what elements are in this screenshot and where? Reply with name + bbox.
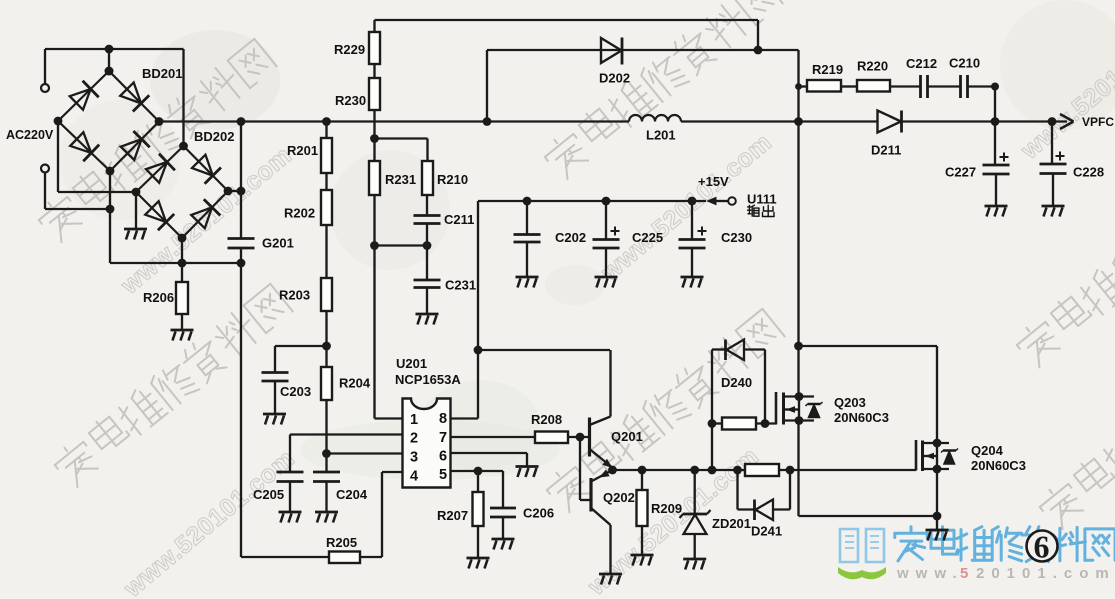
- svg-text:VPFC: VPFC: [1082, 115, 1114, 129]
- svg-text:C227: C227: [945, 165, 976, 180]
- svg-text:5: 5: [960, 565, 975, 582]
- svg-text:C231: C231: [445, 278, 476, 293]
- svg-text:R209: R209: [651, 501, 682, 516]
- svg-text:NCP1653A: NCP1653A: [395, 372, 461, 387]
- svg-text:D211: D211: [871, 143, 901, 158]
- svg-text:www.: www.: [896, 565, 964, 582]
- svg-text:R202: R202: [284, 206, 315, 221]
- svg-text:R208: R208: [531, 412, 562, 427]
- svg-text:6: 6: [1034, 529, 1050, 565]
- svg-text:C202: C202: [555, 230, 586, 245]
- svg-text:G201: G201: [262, 236, 294, 251]
- svg-text:D202: D202: [599, 71, 630, 86]
- svg-text:R207: R207: [437, 508, 468, 523]
- svg-text:R230: R230: [335, 93, 366, 108]
- svg-text:+15V: +15V: [698, 174, 729, 189]
- svg-text:D241: D241: [751, 524, 782, 539]
- svg-text:C211: C211: [444, 212, 474, 227]
- svg-text:4: 4: [410, 469, 418, 485]
- svg-text:C228: C228: [1073, 165, 1104, 180]
- svg-text:U111: U111: [747, 192, 777, 207]
- svg-text:C204: C204: [336, 487, 368, 502]
- svg-text:C225: C225: [632, 230, 663, 245]
- svg-text:Q201: Q201: [611, 429, 643, 444]
- svg-text:R201: R201: [287, 143, 318, 158]
- svg-text:ZD201: ZD201: [712, 516, 751, 531]
- svg-text:R206: R206: [143, 290, 174, 305]
- svg-text:R205: R205: [326, 535, 357, 550]
- svg-text:R219: R219: [812, 62, 843, 77]
- svg-text:R229: R229: [334, 42, 365, 57]
- svg-text:20101.com: 20101.com: [976, 565, 1115, 582]
- svg-text:5: 5: [439, 467, 447, 483]
- svg-text:BD202: BD202: [194, 129, 234, 144]
- svg-text:C210: C210: [949, 56, 980, 71]
- svg-text:1: 1: [410, 412, 418, 428]
- svg-text:Q202: Q202: [603, 490, 635, 505]
- svg-text:C206: C206: [523, 506, 554, 521]
- svg-text:R203: R203: [279, 288, 310, 303]
- svg-text:2: 2: [410, 431, 418, 447]
- svg-text:L201: L201: [646, 128, 676, 143]
- svg-text:R210: R210: [437, 172, 468, 187]
- svg-text:20N60C3: 20N60C3: [971, 458, 1026, 473]
- svg-text:D240: D240: [721, 375, 752, 390]
- svg-text:AC220V: AC220V: [6, 128, 54, 142]
- svg-text:BD201: BD201: [142, 66, 182, 81]
- svg-text:C205: C205: [253, 487, 284, 502]
- svg-text:6: 6: [439, 449, 447, 465]
- svg-text:R231: R231: [385, 172, 416, 187]
- svg-text:R220: R220: [857, 59, 888, 74]
- svg-text:C230: C230: [721, 230, 752, 245]
- svg-text:R204: R204: [339, 376, 371, 391]
- svg-text:Q203: Q203: [834, 395, 866, 410]
- svg-text:8: 8: [439, 411, 447, 427]
- svg-text:20N60C3: 20N60C3: [834, 410, 889, 425]
- svg-text:C212: C212: [906, 56, 937, 71]
- svg-text:7: 7: [439, 430, 447, 446]
- svg-text:Q204: Q204: [971, 443, 1004, 458]
- svg-text:3: 3: [410, 450, 418, 466]
- svg-text:C203: C203: [280, 384, 311, 399]
- svg-text:U201: U201: [396, 356, 427, 371]
